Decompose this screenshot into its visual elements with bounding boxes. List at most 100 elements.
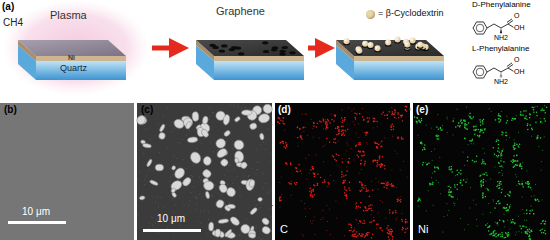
particle — [234, 157, 239, 163]
eds-dot — [341, 176, 342, 177]
eds-dot — [450, 191, 451, 192]
eds-dot — [295, 167, 296, 168]
eds-dot — [529, 213, 530, 214]
eds-dot — [540, 121, 541, 122]
eds-dot — [281, 177, 282, 178]
element-label: C — [280, 223, 288, 235]
eds-dot — [484, 153, 485, 154]
eds-dot — [309, 191, 310, 192]
eds-dot — [475, 130, 476, 131]
eds-dot — [392, 113, 393, 114]
eds-dot — [514, 149, 515, 150]
sem-noise — [173, 155, 174, 156]
sem-noise — [158, 232, 159, 233]
eds-dot — [294, 182, 295, 183]
eds-dot — [342, 122, 343, 123]
eds-dot — [376, 121, 377, 122]
eds-dot — [331, 119, 332, 120]
eds-dot — [310, 221, 311, 222]
eds-dot — [417, 200, 418, 201]
eds-dot — [323, 161, 324, 162]
eds-dot — [387, 229, 388, 230]
sem-noise — [196, 209, 197, 210]
eds-dot — [481, 180, 482, 181]
sem-noise — [267, 193, 268, 194]
eds-dot — [367, 234, 368, 235]
eds-dot — [433, 205, 434, 206]
eds-dot — [504, 208, 505, 209]
eds-dot — [307, 135, 308, 136]
eds-dot — [418, 198, 419, 199]
eds-dot — [367, 132, 368, 133]
eds-dot — [541, 170, 542, 171]
eds-dot — [516, 155, 517, 156]
eds-dot — [483, 182, 484, 183]
eds-dot — [368, 121, 369, 122]
sem-noise — [178, 142, 179, 143]
eds-dot — [541, 229, 542, 230]
sem-noise — [261, 239, 262, 240]
eds-dot — [513, 147, 514, 148]
sem-noise — [205, 190, 206, 191]
eds-dot — [324, 181, 325, 182]
particle — [234, 116, 241, 123]
eds-dot — [300, 136, 301, 137]
eds-dot — [500, 181, 501, 182]
eds-dot — [458, 122, 459, 123]
eds-dot — [347, 142, 348, 143]
eds-dot — [546, 107, 547, 108]
sem-noise — [253, 159, 254, 160]
eds-dot — [530, 239, 531, 240]
eds-dot — [313, 168, 314, 169]
eds-dot — [417, 117, 418, 118]
eds-dot — [386, 183, 387, 184]
eds-dot — [518, 216, 519, 217]
double-bond — [507, 19, 512, 23]
graphene-island — [263, 50, 269, 53]
eds-dot — [365, 207, 366, 208]
molecule-name: L-Phenylalanine — [472, 45, 529, 54]
substrate-blocks — [196, 36, 444, 80]
eds-dot — [434, 149, 435, 150]
eds-dot — [333, 180, 334, 181]
eds-dot — [326, 230, 327, 231]
eds-dot — [545, 112, 546, 113]
eds-dot — [317, 183, 318, 184]
eds-dot — [504, 226, 505, 227]
eds-dot — [426, 125, 427, 126]
sem-noise — [255, 200, 256, 201]
eds-dot — [520, 163, 521, 164]
eds-dot — [286, 162, 287, 163]
eds-dot — [349, 230, 350, 231]
eds-dot — [482, 161, 483, 162]
eds-dot — [370, 214, 371, 215]
eds-dot — [473, 129, 474, 130]
eds-dot — [515, 118, 516, 119]
eds-dot — [296, 168, 297, 169]
eds-dot — [513, 222, 514, 223]
eds-dot — [376, 147, 377, 148]
scale-label: 10 μm — [22, 206, 50, 217]
eds-dot — [323, 120, 324, 121]
eds-dot — [483, 181, 484, 182]
cyclodextrin-bead — [385, 40, 391, 46]
sem-noise — [250, 109, 251, 110]
eds-dot — [279, 207, 280, 208]
eds-dot — [317, 183, 318, 184]
eds-dot — [513, 159, 514, 160]
eds-dot — [489, 225, 490, 226]
eds-dot — [482, 196, 483, 197]
eds-dot — [503, 207, 504, 208]
eds-dot — [489, 234, 490, 235]
scale-bar — [143, 229, 201, 232]
eds-dot — [359, 181, 360, 182]
eds-dot — [281, 194, 282, 195]
eds-dot — [278, 117, 279, 118]
sem-noise — [252, 168, 253, 169]
eds-dot — [281, 141, 282, 142]
eds-dot — [498, 118, 499, 119]
eds-dot — [493, 231, 494, 232]
eds-dot — [397, 138, 398, 139]
eds-dot — [454, 184, 455, 185]
eds-dot — [338, 141, 339, 142]
